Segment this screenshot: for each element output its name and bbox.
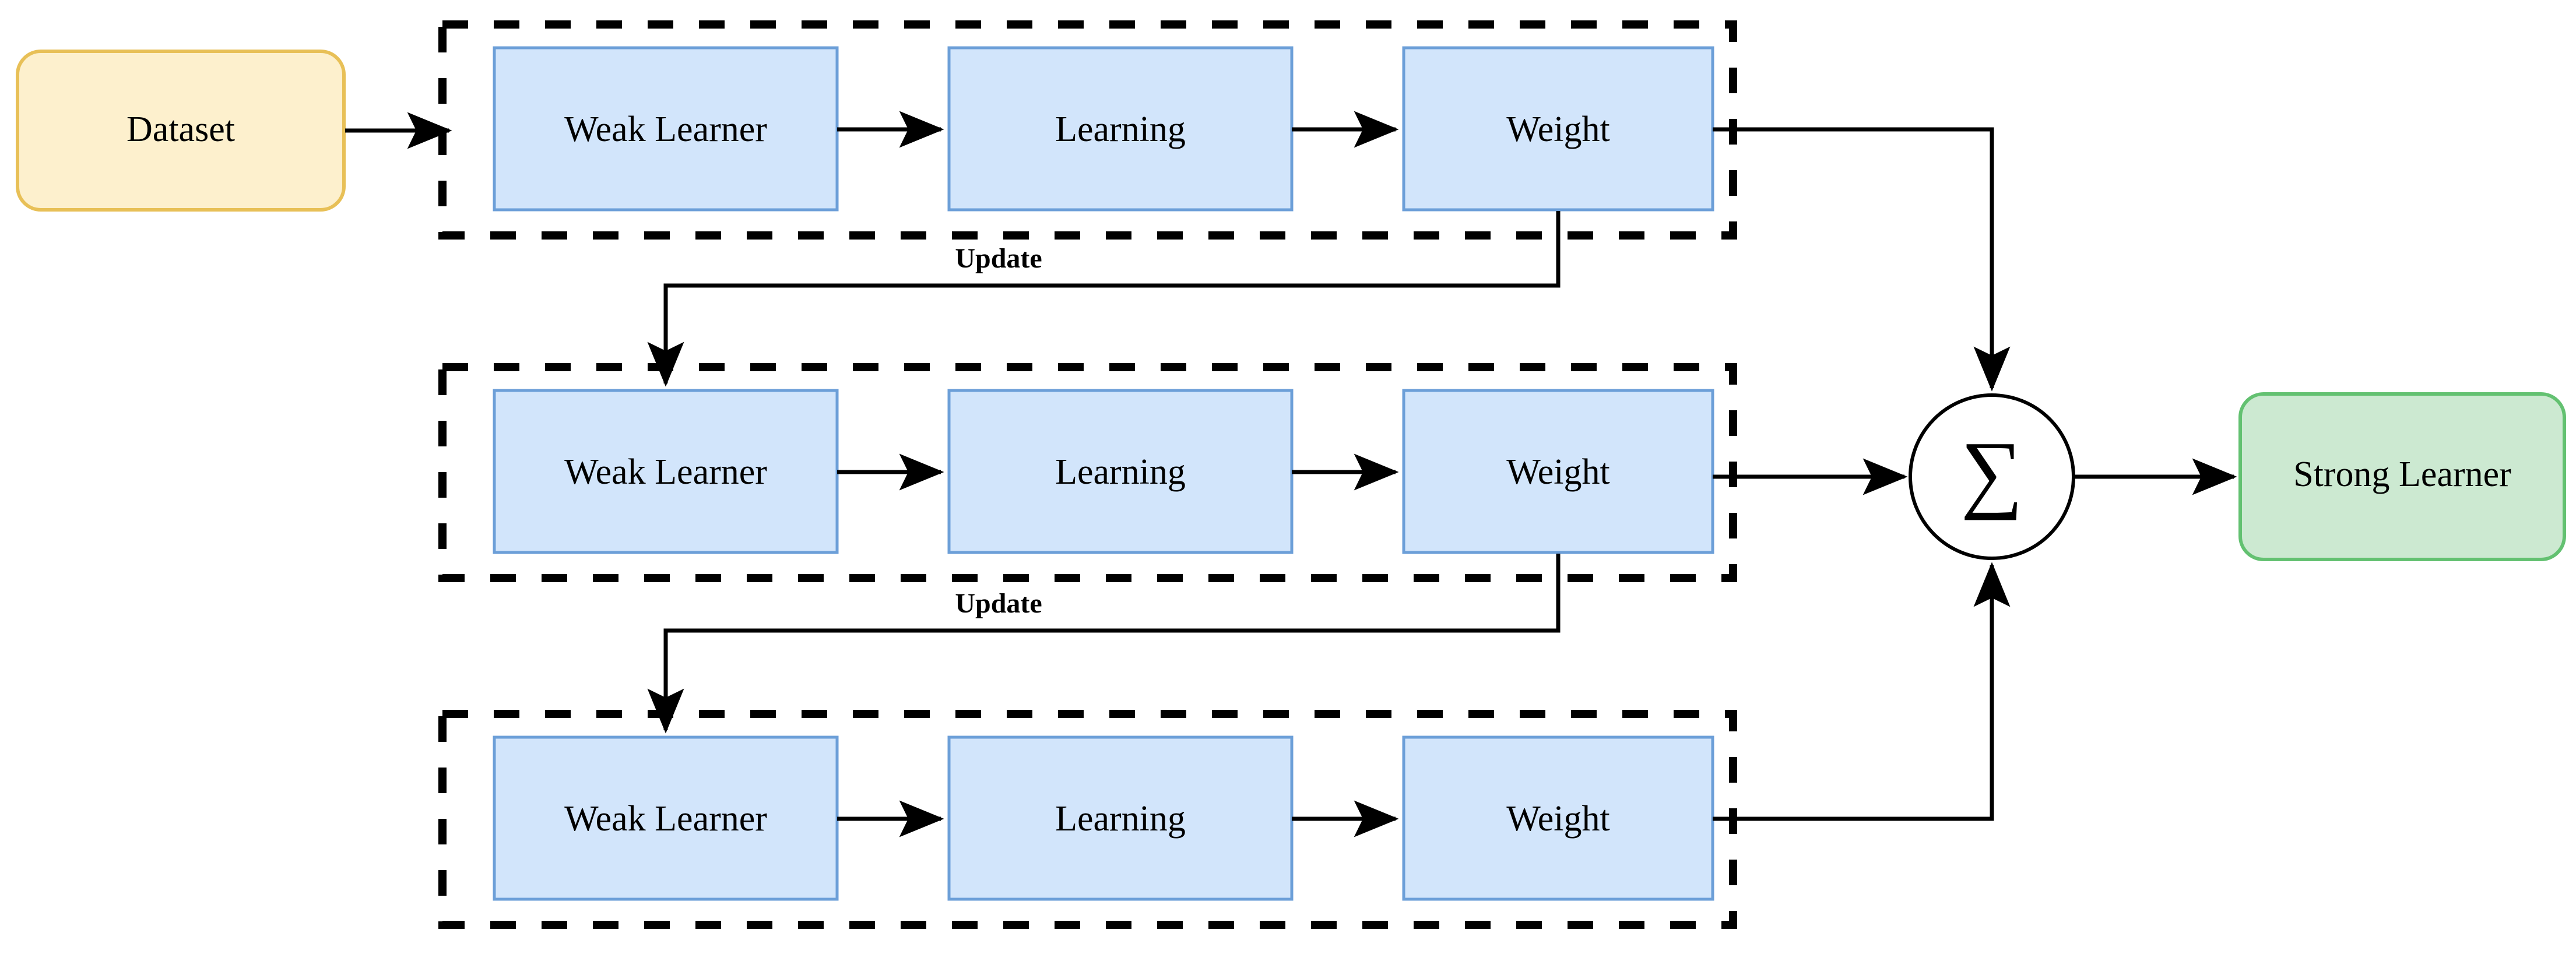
edge-update-round-1-to-round-2-label: Update [955, 243, 1042, 274]
dataset-node-label: Dataset [126, 110, 235, 149]
round-1-stage-weak-learner[interactable] [493, 46, 839, 212]
round-3-stage-weight-label: Weight [1506, 799, 1610, 839]
round-1-stage-learning-label: Learning [1055, 110, 1186, 149]
edge-round-1-weight-to-sum [1713, 127, 2011, 392]
round-3-stage-learning-label: Learning [1055, 799, 1186, 839]
round-3-stage-learning[interactable] [947, 735, 1294, 901]
edge-update-round-2-to-round-3-label: Update [955, 588, 1042, 619]
summation-symbol: ∑ [1961, 424, 2023, 520]
strong-learner-node[interactable] [2238, 392, 2566, 561]
round-2-stage-learning[interactable] [947, 389, 1294, 554]
round-1-stage-learning[interactable] [947, 46, 1294, 212]
round-3-stage-weak-learner[interactable] [493, 735, 839, 901]
edge-round-3-weight-to-sum [1713, 562, 2011, 821]
round-3-stage-weak-learner-label: Weak Learner [564, 799, 767, 839]
round-2-stage-weak-learner[interactable] [493, 389, 839, 554]
round-2-stage-weight-label: Weight [1506, 452, 1610, 492]
round-2-stage-weight[interactable] [1402, 389, 1714, 554]
edge-update-round-2-to-round-3 [647, 554, 1561, 734]
round-1-stage-weight[interactable] [1402, 46, 1714, 212]
round-3-stage-weight[interactable] [1402, 735, 1714, 901]
round-2-group-border [438, 363, 1737, 582]
round-1-stage-weak-learner-label: Weak Learner [564, 110, 767, 149]
dataset-node[interactable] [16, 50, 346, 212]
strong-learner-node-label: Strong Learner [2293, 455, 2511, 494]
round-2-stage-learning-label: Learning [1055, 452, 1186, 492]
edge-update-round-1-to-round-2 [647, 211, 1561, 387]
round-1-stage-weight-label: Weight [1506, 110, 1610, 149]
round-2-stage-weak-learner-label: Weak Learner [564, 452, 767, 492]
